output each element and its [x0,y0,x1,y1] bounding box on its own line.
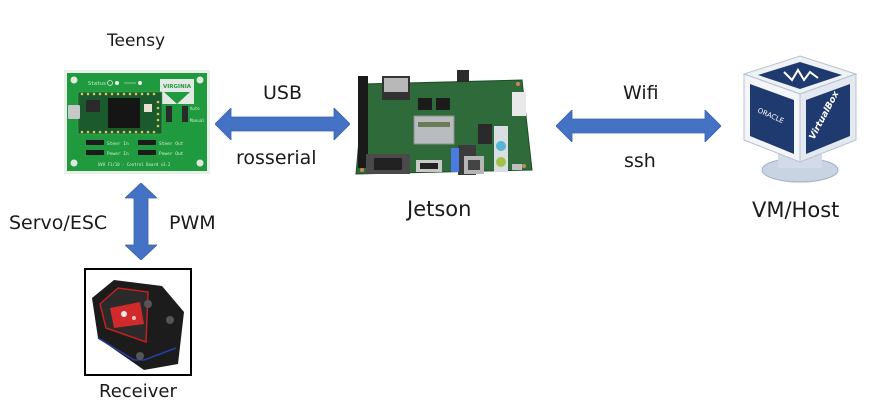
wifi-double-arrow [556,110,721,142]
ssh-label: ssh [624,150,656,172]
board-manual-text: Manual [190,118,205,123]
board-brand-text: VIRGINIA [163,84,192,90]
receiver-image [84,268,192,376]
teensy-label: Teensy [107,31,166,51]
board-steer-in-text: Steer In [107,141,129,147]
teensy-board-image: Status VIRGINIA Auto Manual [64,70,210,174]
servo-esc-label: Servo/ESC [9,212,108,234]
board-footer-text: UVA F1/10 - Control Board v3.2 [98,162,171,167]
rosserial-label: rosserial [236,147,317,169]
usb-label: USB [263,82,303,104]
wifi-label: Wifi [623,82,659,104]
board-steer-out-text: Steer Out [159,141,184,147]
board-status-text: Status [88,81,106,87]
receiver-label: Receiver [99,381,177,402]
jetson-label: Jetson [407,197,472,221]
board-auto-text: Auto [190,106,200,111]
vm-host-label: VM/Host [752,198,840,222]
pwm-double-arrow [125,183,157,260]
jetson-board-image [352,70,534,182]
board-power-out-text: Power Out [159,151,184,157]
board-power-in-text: Power In [107,151,129,157]
pwm-label: PWM [169,212,216,234]
usb-double-arrow [215,108,350,140]
virtualbox-icon: ORACLE VirtualBox [738,50,862,190]
